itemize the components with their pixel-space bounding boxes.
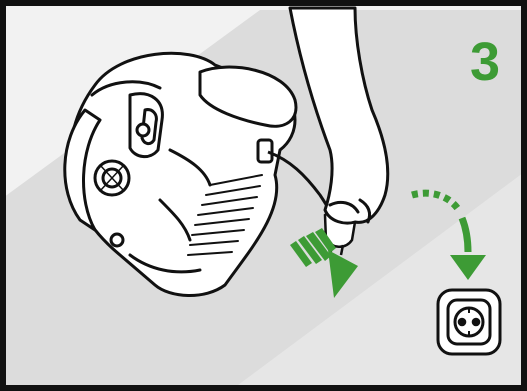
robot-pool-cleaner-icon xyxy=(63,51,298,297)
step-number: 3 xyxy=(470,32,500,92)
curved-down-arrow-icon xyxy=(411,189,472,253)
curved-arrow-head xyxy=(450,255,486,280)
hand-holding-plug-icon xyxy=(288,6,390,225)
pull-arrow-icon xyxy=(290,228,358,298)
wall-socket-icon xyxy=(436,288,502,356)
